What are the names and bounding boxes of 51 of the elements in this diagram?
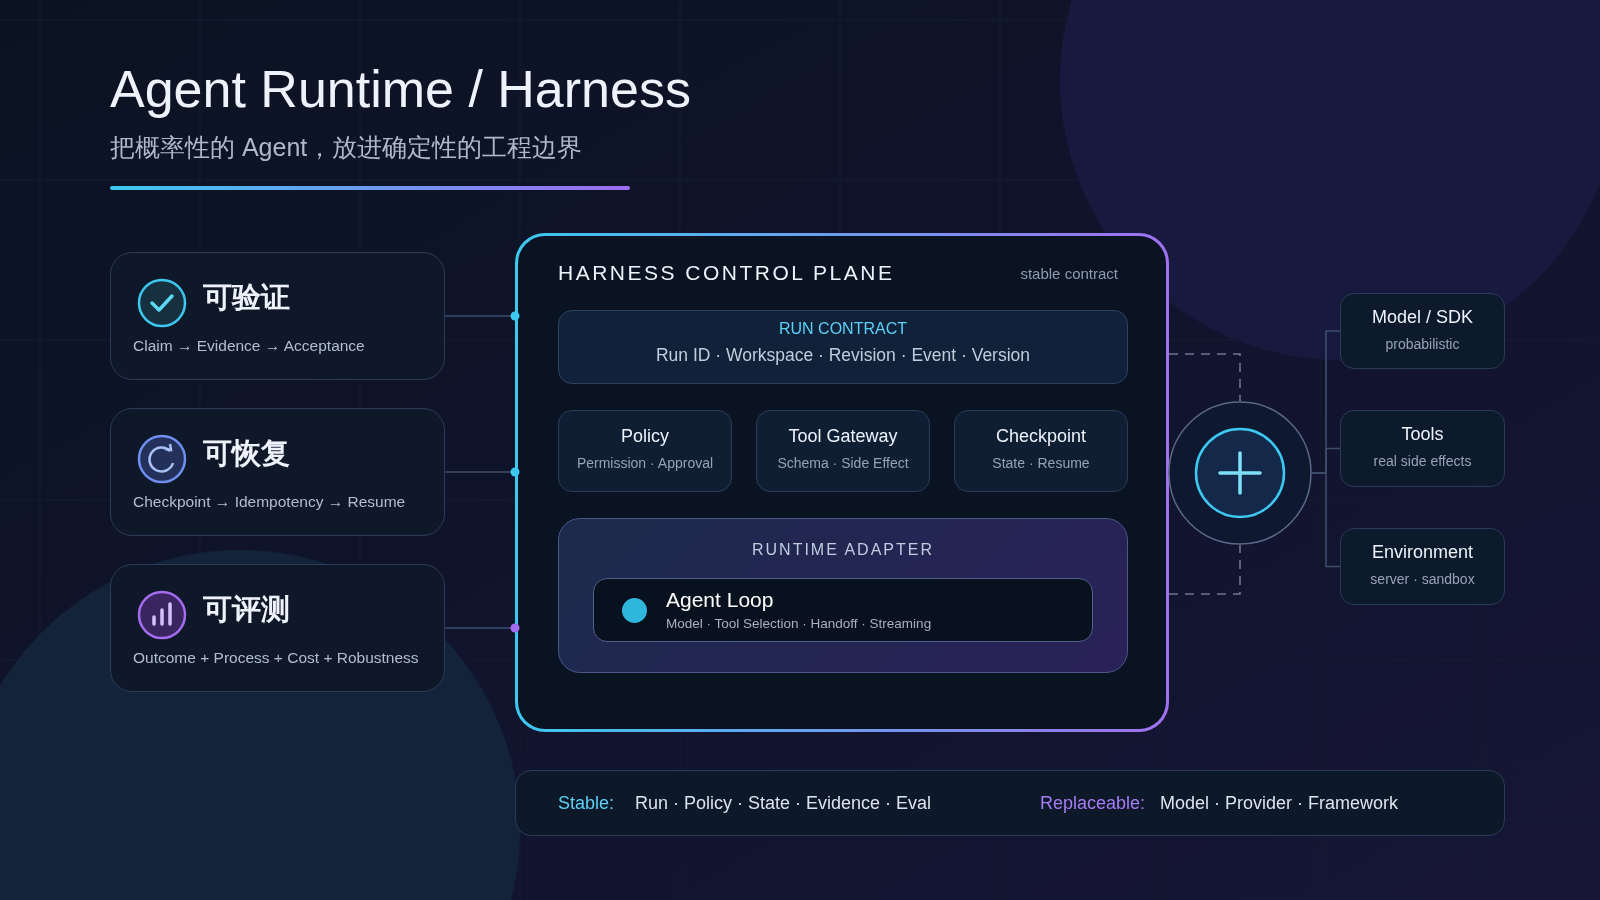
box-subtitle: Permission · Approval — [575, 455, 715, 472]
box-title: Checkpoint — [994, 426, 1088, 448]
box-subtitle: Schema · Side Effect — [776, 455, 910, 472]
card-subtitle: Outcome + Process + Cost + Robustness — [133, 649, 419, 668]
adapter-panel — [558, 518, 1128, 673]
module-box — [756, 410, 930, 492]
module-box — [954, 410, 1128, 492]
box-title: Policy — [620, 426, 670, 448]
stable-label: Stable: — [558, 793, 615, 815]
title: Agent Runtime / Harness — [110, 59, 691, 120]
box-title: Environment — [1370, 542, 1475, 564]
box-subtitle: Run ID · Workspace · Revision · Event · Version — [654, 345, 1032, 366]
box-title: Agent Loop — [666, 587, 774, 613]
box-title: Model / SDK — [1370, 307, 1474, 329]
dependency-box — [1340, 293, 1505, 369]
connector — [444, 623, 520, 633]
box-subtitle: probabilistic — [1384, 336, 1461, 353]
agent-loop-box — [593, 578, 1093, 642]
card-subtitle: Checkpoint → Idempotency → Resume — [133, 493, 406, 512]
contract-box — [558, 310, 1128, 384]
box-title: Tool Gateway — [787, 426, 899, 448]
replaceable-label: Replaceable: — [1040, 793, 1146, 815]
card-heading: 可验证 — [203, 280, 290, 315]
card-subtitle: Claim → Evidence → Acceptance — [133, 337, 365, 356]
hub-circle — [1168, 401, 1312, 545]
subtitle: 把概率性的 Agent，放进确定性的工程边界 — [110, 132, 583, 162]
connector — [444, 311, 520, 321]
panel-heading: HARNESS CONTROL PLANE — [558, 260, 895, 286]
box-title: RUN CONTRACT — [778, 319, 908, 339]
dependency-box — [1340, 410, 1505, 487]
stable-list: Run · Policy · State · Evidence · Eval — [635, 793, 932, 815]
summary-bar — [515, 770, 1505, 836]
box-subtitle: real side effects — [1372, 453, 1473, 470]
card-heading: 可恢复 — [203, 436, 290, 471]
panel-note: stable contract — [1020, 265, 1118, 283]
dashed-connector — [1168, 544, 1241, 595]
capability-card — [110, 564, 445, 692]
box-subtitle: State · Resume — [991, 455, 1091, 472]
capability-card — [110, 408, 445, 536]
replaceable-list: Model · Provider · Framework — [1160, 793, 1399, 815]
box-subtitle: Model · Tool Selection · Handoff · Streaming — [666, 616, 932, 633]
box-subtitle: server · sandbox — [1369, 571, 1476, 588]
connector — [444, 467, 520, 477]
box-title: Tools — [1400, 424, 1445, 446]
dependency-box — [1340, 528, 1505, 605]
control-plane-panel — [515, 233, 1169, 732]
dashed-connector — [1168, 353, 1241, 402]
capability-card — [110, 252, 445, 380]
card-heading: 可评测 — [203, 592, 290, 627]
module-box — [558, 410, 732, 492]
panel-heading: RUNTIME ADAPTER — [751, 540, 935, 560]
